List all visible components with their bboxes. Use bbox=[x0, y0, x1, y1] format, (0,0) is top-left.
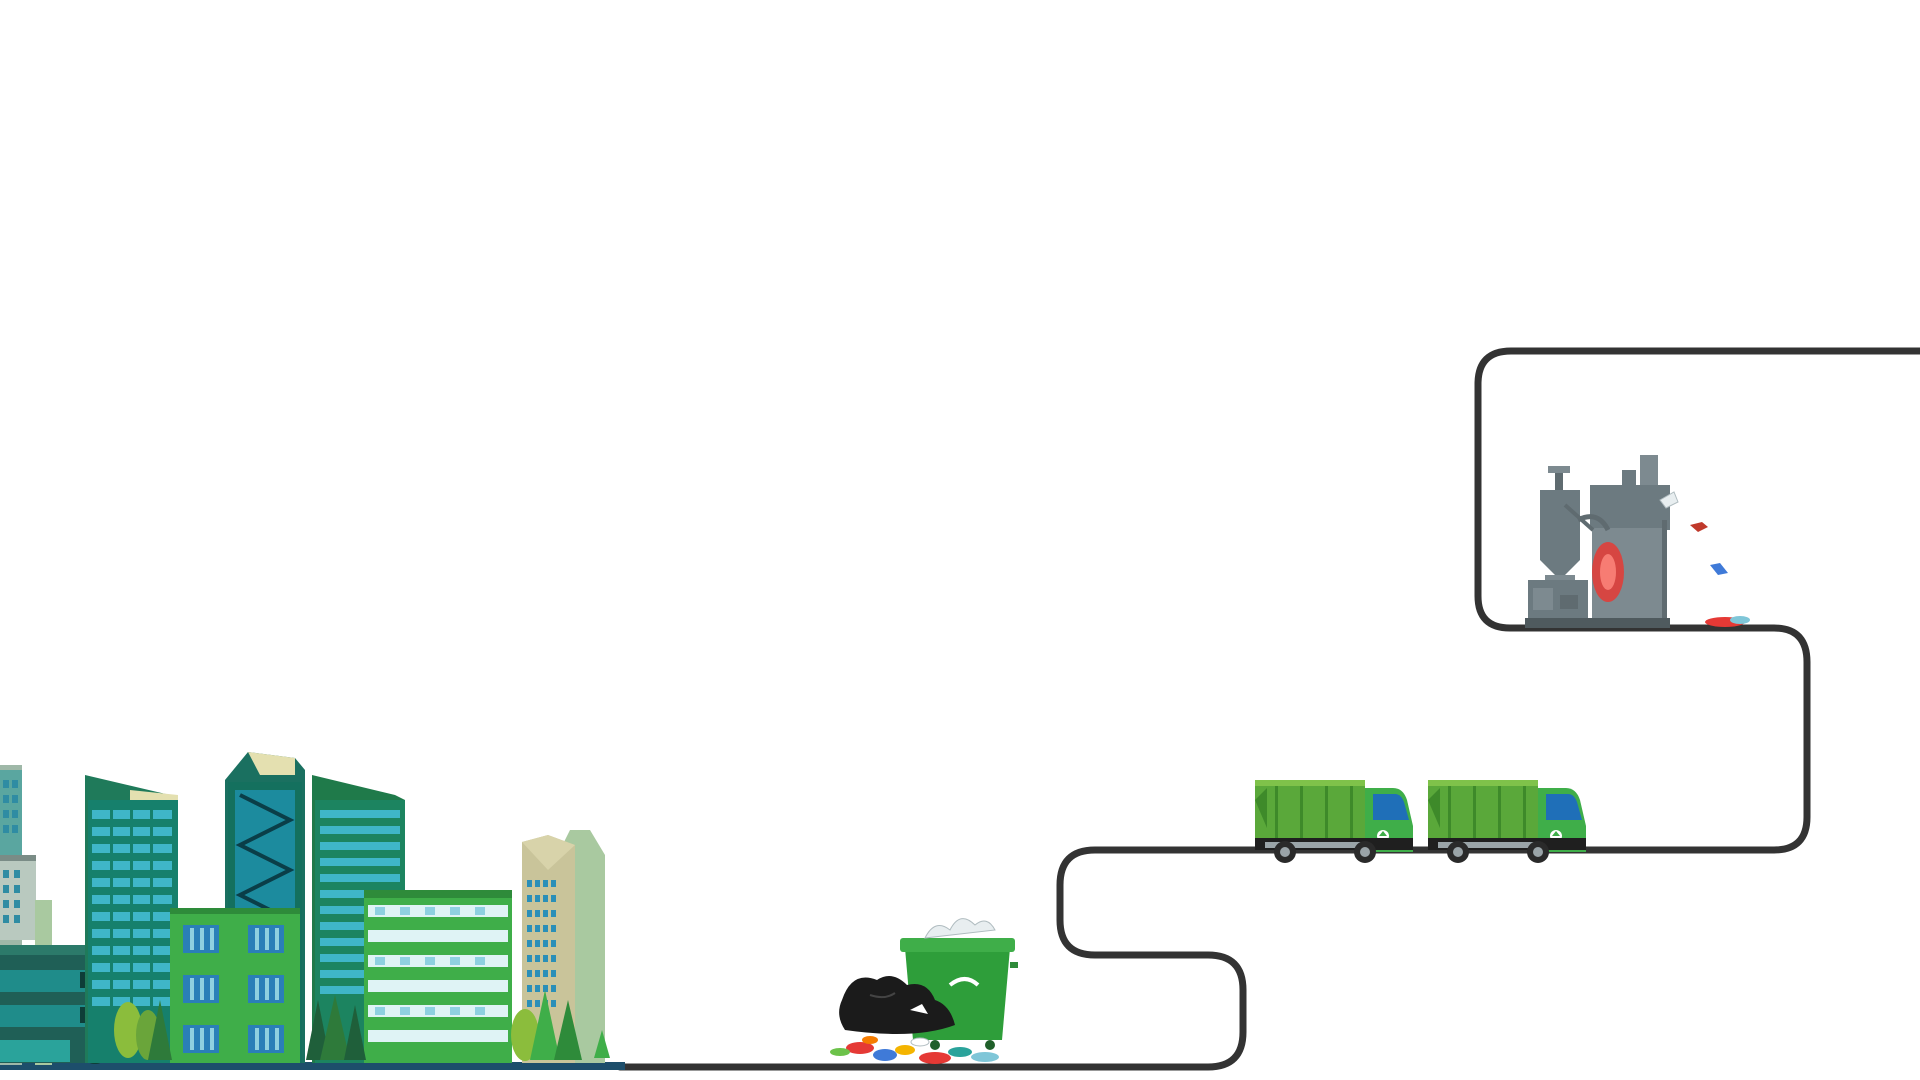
garbage-truck-icon bbox=[1428, 780, 1586, 863]
route-path bbox=[616, 347, 1920, 1071]
garbage-truck-icon bbox=[1255, 780, 1413, 863]
scattered-waste bbox=[830, 1036, 999, 1064]
trees bbox=[114, 990, 610, 1061]
garbage-bin-icon bbox=[830, 918, 1018, 1064]
building-beige-tower bbox=[522, 830, 605, 1063]
building-white-striped bbox=[364, 890, 512, 1063]
city-ground bbox=[0, 1062, 625, 1070]
city-skyline-icon bbox=[0, 752, 625, 1070]
incinerator-plant-icon bbox=[1525, 455, 1750, 628]
building-green-block bbox=[170, 908, 300, 1063]
